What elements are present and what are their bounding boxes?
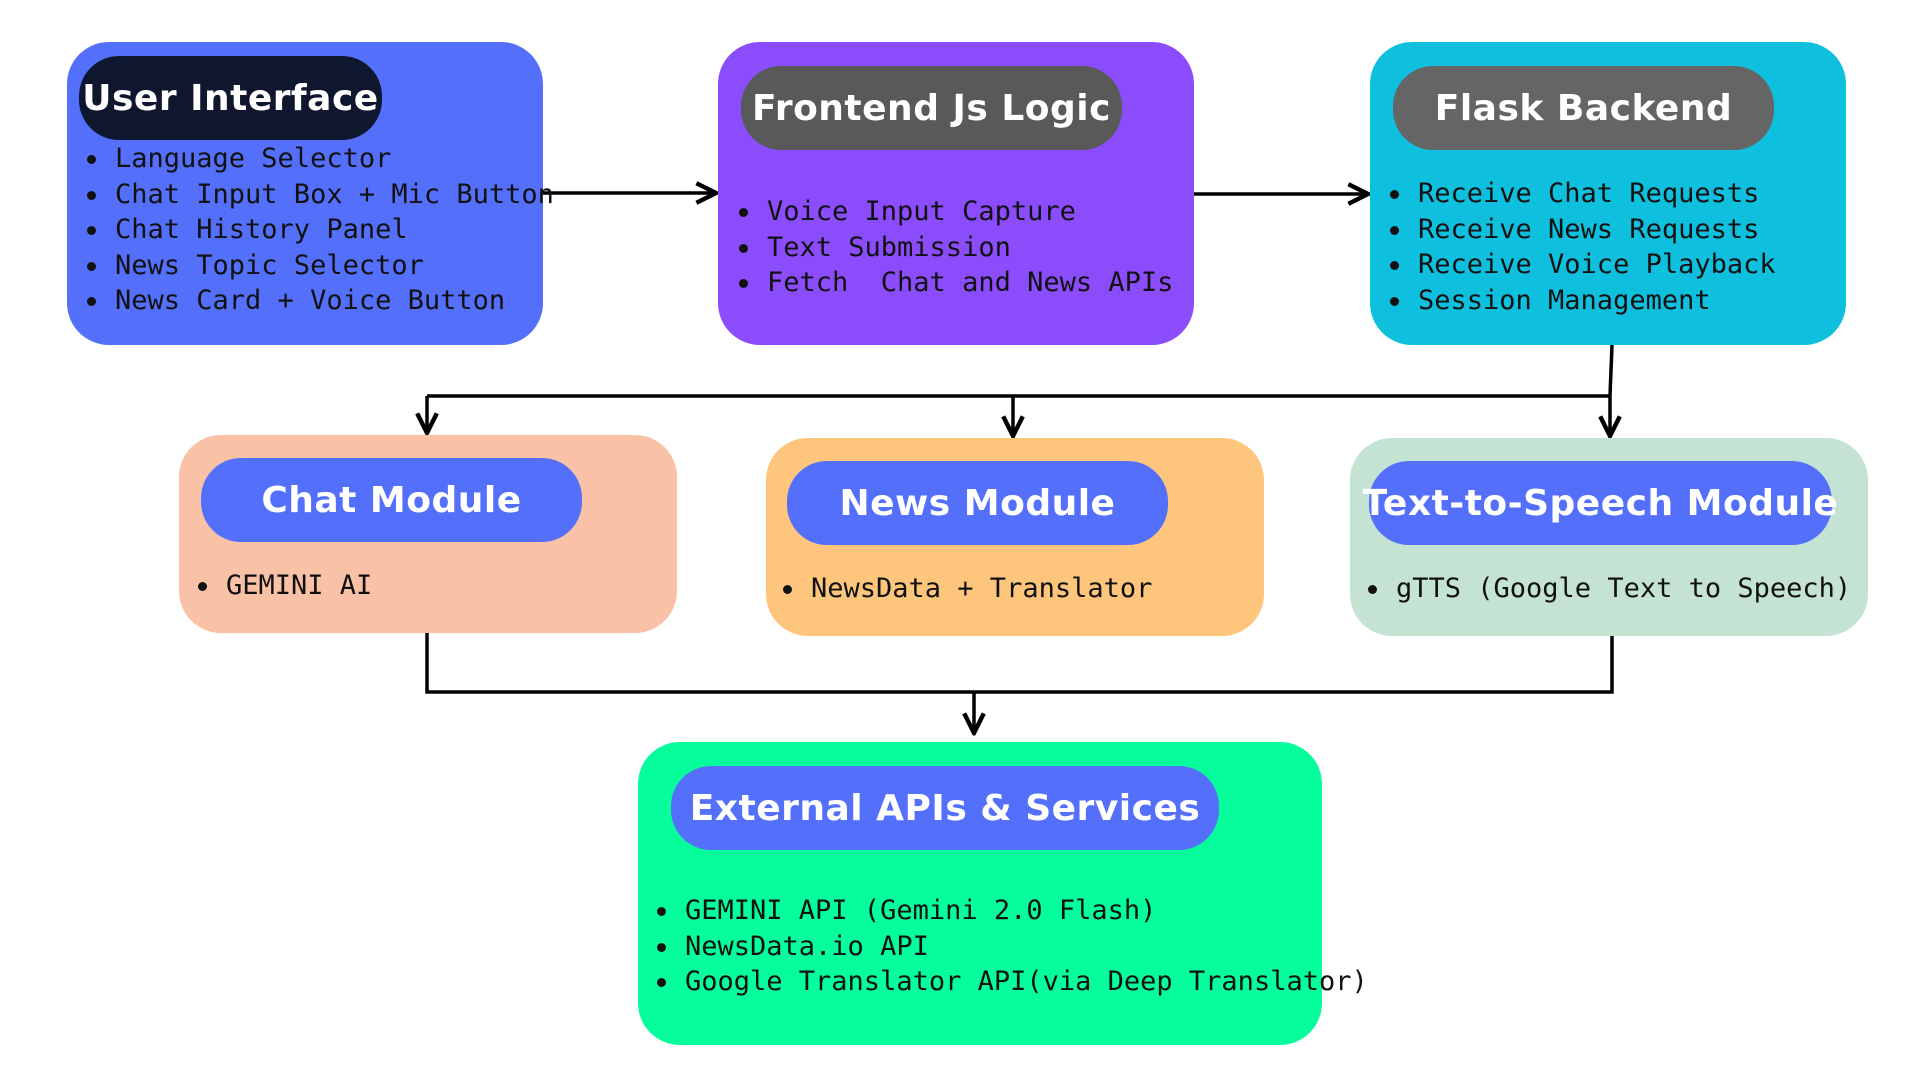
list-item: Text Submission xyxy=(739,230,1173,266)
list-item: NewsData.io API xyxy=(657,929,1368,965)
list-item: Fetch Chat and News APIs xyxy=(739,265,1173,301)
list-item: Voice Input Capture xyxy=(739,194,1173,230)
tts-module-list: gTTS (Google Text to Speech) xyxy=(1368,571,1851,607)
news-module-list: NewsData + Translator xyxy=(783,571,1152,607)
frontend-list: Voice Input Capture Text Submission Fetc… xyxy=(739,194,1173,301)
list-item: Language Selector xyxy=(87,141,554,177)
list-item: NewsData + Translator xyxy=(783,571,1152,607)
chat-module-list: GEMINI AI xyxy=(198,568,372,604)
backend-title: Flask Backend xyxy=(1393,66,1774,150)
list-item: gTTS (Google Text to Speech) xyxy=(1368,571,1851,607)
list-item: Receive Voice Playback xyxy=(1390,247,1776,283)
list-item: News Topic Selector xyxy=(87,248,554,284)
list-item: GEMINI API (Gemini 2.0 Flash) xyxy=(657,893,1368,929)
list-item: Session Management xyxy=(1390,283,1776,319)
user-interface-title: User Interface xyxy=(79,56,382,140)
list-item: Chat History Panel xyxy=(87,212,554,248)
external-apis-list: GEMINI API (Gemini 2.0 Flash) NewsData.i… xyxy=(657,893,1368,1000)
frontend-title: Frontend Js Logic xyxy=(741,66,1122,150)
external-apis-title: External APIs & Services xyxy=(671,766,1219,850)
chat-module-title: Chat Module xyxy=(201,458,582,542)
user-interface-list: Language Selector Chat Input Box + Mic B… xyxy=(87,141,554,319)
list-item: Chat Input Box + Mic Button xyxy=(87,177,554,213)
tts-module-title: Text-to-Speech Module xyxy=(1363,461,1838,545)
list-item: Google Translator API(via Deep Translato… xyxy=(657,964,1368,1000)
list-item: Receive News Requests xyxy=(1390,212,1776,248)
list-item: GEMINI AI xyxy=(198,568,372,604)
news-module-title: News Module xyxy=(787,461,1168,545)
line-chat-tts-merge xyxy=(425,633,1614,694)
list-item: Receive Chat Requests xyxy=(1390,176,1776,212)
list-item: News Card + Voice Button xyxy=(87,283,554,319)
line-backend-down xyxy=(1608,344,1614,397)
backend-list: Receive Chat Requests Receive News Reque… xyxy=(1390,176,1776,318)
